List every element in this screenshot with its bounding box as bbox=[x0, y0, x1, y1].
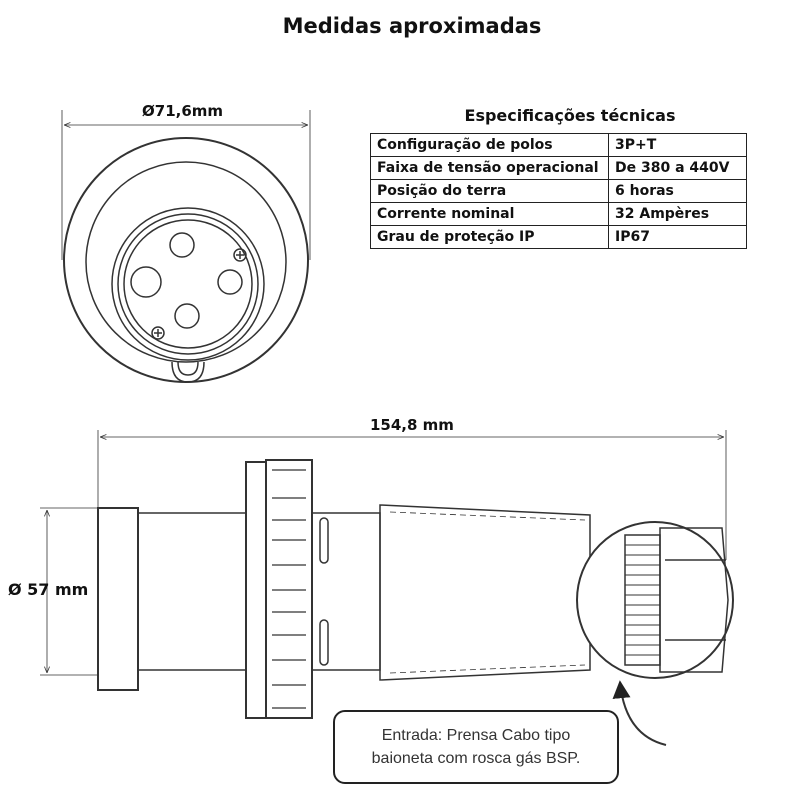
side-view bbox=[40, 430, 734, 746]
spec-label: Grau de proteção IP bbox=[370, 225, 609, 249]
spec-value: 6 horas bbox=[608, 179, 747, 203]
spec-value: De 380 a 440V bbox=[608, 156, 747, 180]
spec-label: Corrente nominal bbox=[370, 202, 609, 226]
length-label: 154,8 mm bbox=[370, 416, 454, 434]
spec-label: Configuração de polos bbox=[370, 133, 609, 157]
front-view bbox=[61, 110, 311, 383]
page-title: Medidas aproximadas bbox=[282, 14, 542, 38]
side-diameter-label: Ø 57 mm bbox=[8, 580, 89, 599]
front-diameter-label: Ø71,6mm bbox=[142, 102, 224, 120]
spec-value: IP67 bbox=[608, 225, 747, 249]
spec-value: 3P+T bbox=[608, 133, 747, 157]
callout-line-1: Entrada: Prensa Cabo tipo bbox=[381, 727, 571, 744]
specs-title: Especificações técnicas bbox=[464, 106, 676, 125]
callout-line-2: baioneta com rosca gás BSP. bbox=[371, 750, 581, 767]
spec-label: Faixa de tensão operacional bbox=[370, 156, 609, 180]
spec-label: Posição do terra bbox=[370, 179, 609, 203]
callout-box: Entrada: Prensa Cabo tipo baioneta com r… bbox=[333, 710, 619, 784]
spec-value: 32 Ampères bbox=[608, 202, 747, 226]
